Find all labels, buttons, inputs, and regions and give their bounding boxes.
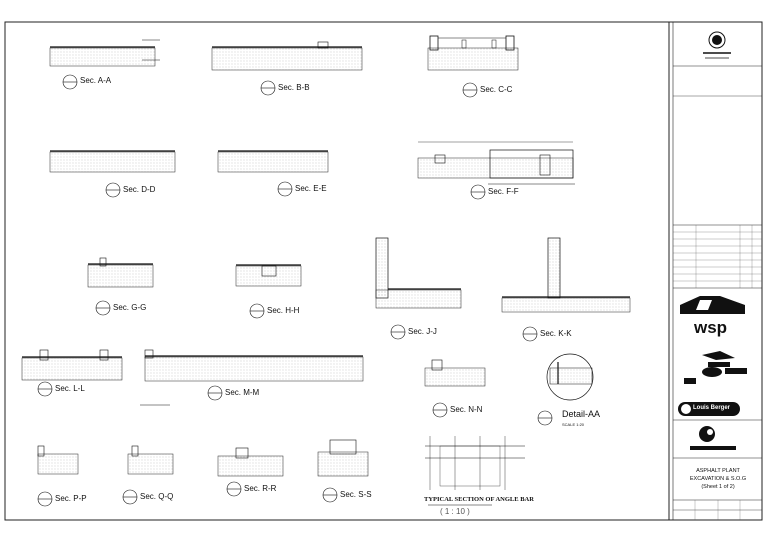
section-d-d-drawing [49,150,176,198]
angle-bar-title: TYPICAL SECTION OF ANGLE BAR [424,496,534,503]
section-label-m-m: Sec. M-M [225,388,260,397]
detail-label-aa: Detail-AA [562,409,601,419]
section-q-q-drawing [122,445,174,505]
section-label-r-r: Sec. R-R [244,484,277,493]
detail-aa-drawing [537,353,594,426]
wsp-logo: wsp [694,318,728,337]
section-m-m-drawing [140,349,364,406]
client-seal-logo [703,31,731,59]
consultant-logo-2 [702,351,735,367]
section-n-n-drawing [424,359,486,418]
drawing-title-line-2: EXCAVATION & S.O.G [689,476,747,482]
drawing-title-line-3: (Sheet 1 of 2) [701,484,735,490]
section-label-g-g: Sec. G-G [113,303,147,312]
section-k-k-drawing [501,237,631,342]
section-label-p-p: Sec. P-P [55,494,87,503]
section-label-n-n: Sec. N-N [450,405,483,414]
section-label-a-a: Sec. A-A [80,76,112,85]
sheet-border [4,21,763,521]
section-h-h-drawing [235,264,302,319]
section-e-e-drawing [217,150,329,197]
louis-berger-badge [678,402,740,416]
section-p-p-drawing [37,445,79,507]
consultant-logo-3 [684,367,747,384]
section-label-q-q: Sec. Q-Q [140,492,174,501]
section-label-h-h: Sec. H-H [267,306,300,315]
angle-bar-scale: ( 1 : 10 ) [440,507,470,516]
section-label-k-k: Sec. K-K [540,329,572,338]
section-b-b-drawing [211,41,363,96]
section-label-b-b: Sec. B-B [278,83,310,92]
contractor-logo [690,426,736,450]
section-label-f-f: Sec. F-F [488,187,519,196]
section-f-f-drawing [417,141,575,200]
section-g-g-drawing [87,257,154,316]
section-label-c-c: Sec. C-C [480,85,513,94]
section-label-j-j: Sec. J-J [408,327,437,336]
section-s-s-drawing [317,439,369,503]
section-j-j-drawing [375,237,462,340]
section-label-e-e: Sec. E-E [295,184,327,193]
consultant-logo-1 [680,296,745,314]
angle-bar-section-drawing [425,436,525,506]
section-label-l-l: Sec. L-L [55,384,85,393]
detail-scale: SCALE 1:20 [562,422,585,427]
title-block-frame [673,65,762,520]
section-c-c-drawing [427,35,519,98]
section-r-r-drawing [217,447,284,497]
section-label-d-d: Sec. D-D [123,185,156,194]
drawing-title-line-1: ASPHALT PLANT [696,468,740,474]
louis-berger-logo: Louis Berger [693,405,731,411]
section-label-s-s: Sec. S-S [340,490,372,499]
section-l-l-drawing [21,349,123,397]
section-a-a-drawing [49,39,160,90]
